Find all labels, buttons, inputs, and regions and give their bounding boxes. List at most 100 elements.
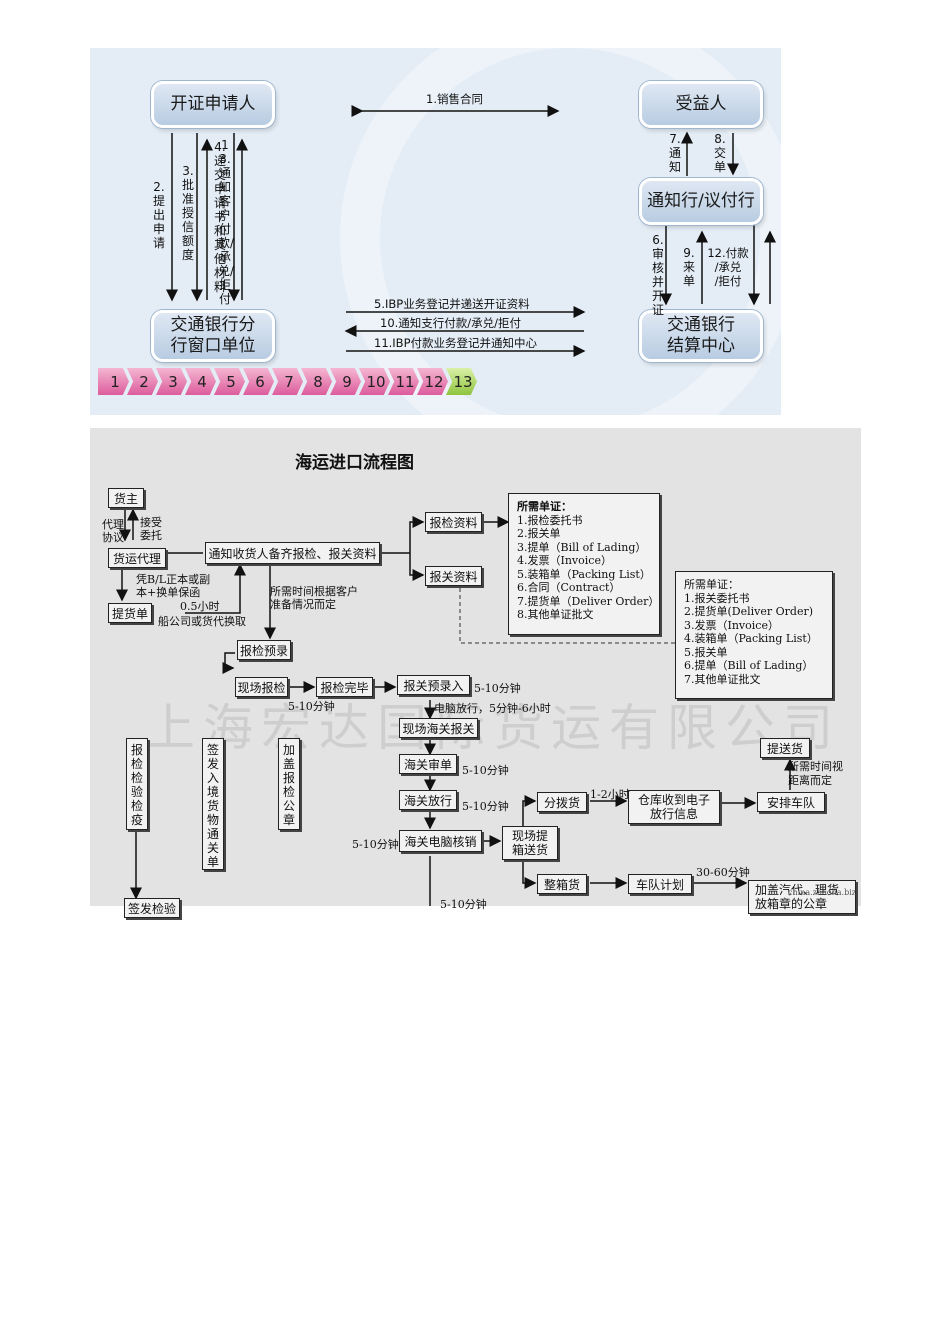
flow-9-label: 9.来单	[682, 246, 695, 288]
list1-item: 5.装箱单（Packing List）	[517, 567, 651, 581]
list2-item: 6.提单（Bill of Lading）	[684, 659, 814, 672]
flow-3-label: 3.批准授信额度	[181, 164, 194, 262]
list1-item: 7.提货单（Deliver Order）	[517, 594, 660, 608]
step-chevron-5: 5	[214, 368, 245, 395]
label-agency: 代理协议	[102, 518, 124, 544]
warehouse-line1: 仓库收到电子	[637, 793, 710, 807]
box-customs-pre-entry: 报关预录入	[397, 675, 470, 695]
box-lcl-cargo: 分拨货	[537, 792, 587, 812]
step-chevron-11: 11	[388, 368, 419, 395]
label-accept: 接受委托	[140, 516, 162, 542]
flow-12-line3: /拒付	[714, 274, 742, 288]
site-watermark: china.zhaoha.biz	[788, 888, 856, 897]
step-chevron-3: 3	[156, 368, 187, 395]
box-customs-release: 海关放行	[399, 790, 457, 810]
box-applicant: 开证申请人	[151, 81, 275, 128]
flow-2-label: 2.提出申请	[152, 180, 165, 250]
label-time-note-line2: 准备情况而定	[270, 598, 336, 611]
vbox-entry-clearance: 签发入境货物通关单	[202, 738, 224, 870]
box-notify-consignee: 通知收货人备齐报检、报关资料	[205, 542, 380, 564]
box-inspection-docs: 报检资料	[425, 512, 482, 532]
list2-item: 2.提货单(Deliver Order)	[684, 605, 814, 618]
list1-item: 8.其他单证批文	[517, 608, 594, 621]
box-customs-review: 海关审单	[399, 754, 457, 774]
label-time-d: 5-10分钟	[462, 800, 509, 813]
box-warehouse-release: 仓库收到电子 放行信息	[628, 790, 720, 824]
box-settlement-line1: 交通银行	[667, 315, 735, 335]
box-cargo-owner: 货主	[108, 488, 144, 508]
seal-line1: 加盖汽代、理货	[755, 883, 840, 897]
box-delivery-order: 提货单	[108, 603, 152, 623]
lc-flow-diagram: 开证申请人 受益人 通知行/议付行 交通银行分 行窗口单位 交通银行 结算中心 …	[90, 8, 800, 468]
step-chevron-6: 6	[243, 368, 274, 395]
box-inspection-pre-entry: 报检预录	[237, 640, 291, 660]
flow-13-text: 13.通知客户付款/承兑/拒付	[218, 138, 235, 306]
list1-item: 4.发票（Invoice）	[517, 554, 612, 567]
pickup-line1: 现场提	[511, 829, 548, 843]
box-onsite-customs: 现场海关报关	[399, 718, 478, 738]
label-half-hour: 0.5小时	[180, 600, 220, 613]
box-customs-cancel: 海关电脑核销	[399, 830, 482, 852]
list1-item: 6.合同（Contract）	[517, 581, 621, 594]
flow-1-label: 1.销售合同	[426, 92, 483, 106]
label-time-c: 5-10分钟	[462, 764, 509, 777]
list2-item: 7.其他单证批文	[684, 672, 761, 686]
flow-chart-title: 海运进口流程图	[295, 453, 414, 473]
box-bank-branch-line1: 交通银行分	[170, 315, 256, 335]
box-beneficiary: 受益人	[639, 81, 763, 128]
step-chevron-9: 9	[330, 368, 361, 395]
list2-item: 5.报关单	[684, 645, 728, 659]
label-time-a: 5-10分钟	[288, 700, 335, 713]
flow-6-label: 6.审核并开证	[651, 233, 664, 317]
box-bank-branch-line2: 行窗口单位	[170, 336, 256, 356]
box-inspection-done: 报检完毕	[316, 677, 373, 697]
warehouse-line2: 放行信息	[649, 807, 698, 821]
box-fleet-plan: 车队计划	[628, 874, 692, 894]
label-time-e: 5-10分钟	[352, 838, 399, 851]
list1-item: 3.提单（Bill of Lading）	[517, 540, 647, 554]
flow-7-label: 7.通知	[668, 132, 681, 174]
step-chevron-13: 13	[446, 368, 477, 395]
box-fcl-cargo: 整箱货	[537, 874, 587, 894]
label-exchange: 船公司或货代换取	[158, 615, 246, 628]
box-seal-stamp: 加盖汽代、理货 放箱章的公章	[748, 880, 856, 914]
watermark: 上海宏达国际货运有限公司	[145, 699, 841, 757]
label-distance-note-line1: 所需时间视	[788, 760, 843, 773]
step-chevron-8: 8	[301, 368, 332, 395]
flow-11-label: 11.IBP付款业务登记并通知中心	[374, 336, 538, 350]
box-arrange-fleet: 安排车队	[757, 792, 825, 812]
label-bl-line1: 凭B/L正本或副	[136, 573, 211, 586]
box-onsite-inspection: 现场报检	[235, 677, 288, 697]
list2-heading: 所需单证：	[684, 578, 739, 591]
label-bl-line2: 本+换单保函	[136, 586, 201, 599]
step-chevron-12: 12	[417, 368, 448, 395]
required-docs-list-2: 所需单证： 1.报关委托书 2.提货单(Deliver Order) 3.发票（…	[675, 571, 833, 699]
box-settlement-line2: 结算中心	[667, 336, 735, 356]
required-docs-list-1: 所需单证： 1.报检委托书 2.报关单 3.提单（Bill of Lading）…	[508, 493, 660, 635]
step-chevron-10: 10	[359, 368, 390, 395]
box-forwarder: 货运代理	[108, 548, 166, 568]
list2-item: 4.装箱单（Packing List）	[684, 632, 818, 645]
vbox-inspection-quarantine: 报检检验检疫	[126, 738, 148, 830]
flow-8-label: 8.交单	[713, 132, 726, 174]
label-release: 电脑放行，5分钟-6小时	[434, 702, 551, 715]
step-chevron-1: 1	[98, 368, 129, 395]
box-pickup-delivery: 现场提 箱送货	[502, 826, 558, 860]
label-distance-note-line2: 距离而定	[788, 774, 832, 787]
list2-item: 1.报关委托书	[684, 591, 750, 605]
label-time-1-2h: 1-2小时	[590, 788, 630, 801]
flow-4-label: 4.递交申请书和其他材料	[213, 140, 226, 294]
label-time-30-60: 30-60分钟	[696, 866, 750, 879]
list1-item: 2.报关单	[517, 527, 561, 540]
box-settlement-center: 交通银行 结算中心	[639, 310, 763, 362]
step-chevron-7: 7	[272, 368, 303, 395]
list1-heading: 所需单证：	[517, 500, 572, 513]
label-time-b: 5-10分钟	[474, 682, 521, 695]
step-chevron-2: 2	[127, 368, 158, 395]
label-time-bottom: 5-10分钟	[440, 898, 487, 911]
fig1-arrows	[166, 105, 776, 357]
flow-12-line1: 12.付款	[707, 246, 749, 260]
flow-12-label: 12.付款 /承兑 /拒付	[704, 246, 752, 288]
sea-import-flow-chart: 上海宏达国际货运有限公司 海运进口流程图	[90, 428, 861, 918]
